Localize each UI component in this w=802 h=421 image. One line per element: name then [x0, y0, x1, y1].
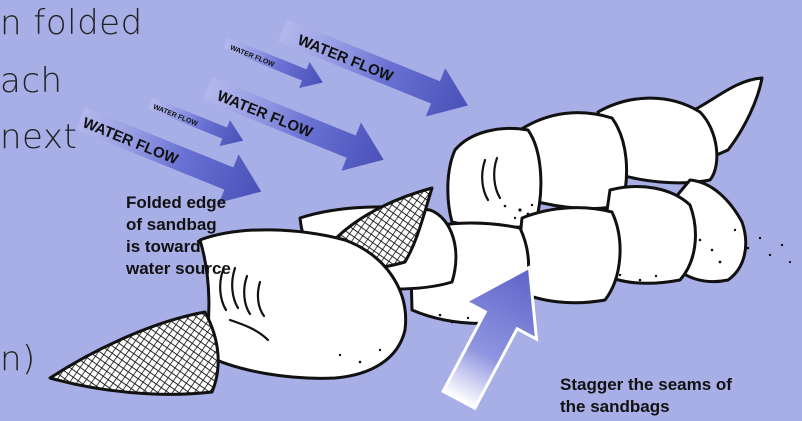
folded-edge-line: Folded edge: [126, 192, 231, 214]
folded-edge-line: of sandbag: [126, 214, 231, 236]
stagger-seams-line: the sandbags: [560, 396, 732, 418]
water-flow-arrow: WATER FLOW: [273, 6, 478, 129]
stagger-seams-label: Stagger the seams of the sandbags: [560, 374, 732, 418]
folded-edge-line: is toward: [126, 236, 231, 258]
folded-edge-line: water source: [126, 258, 231, 280]
left-text-fragment: ach: [0, 64, 63, 98]
stagger-seams-line: Stagger the seams of: [560, 374, 732, 396]
folded-edge-label: Folded edge of sandbag is toward water s…: [126, 192, 231, 280]
left-text-fragment: next: [0, 120, 77, 154]
sandbag-front-tie: [50, 312, 218, 394]
left-text-fragment: n folded: [0, 6, 143, 40]
left-text-fragment: n): [0, 342, 36, 376]
